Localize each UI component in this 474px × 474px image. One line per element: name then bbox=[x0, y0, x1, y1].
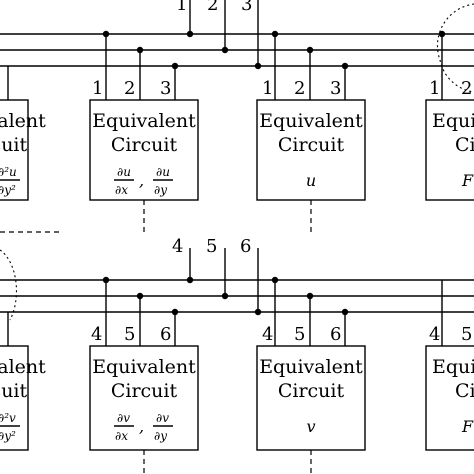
top-box2-title-2: Circuit bbox=[278, 134, 345, 156]
top-box1-pin-2: 2 bbox=[124, 78, 135, 99]
bottom-box1-num-b: ∂v bbox=[156, 411, 169, 425]
bottom-box2-node-4 bbox=[271, 276, 279, 284]
top-box2-pin-1: 1 bbox=[262, 78, 273, 99]
top-box1-den-b: ∂y bbox=[154, 183, 167, 197]
bottom-input-label-4: 4 bbox=[172, 236, 183, 257]
top-box3-var: F bbox=[461, 171, 474, 190]
top-box3-node-1 bbox=[438, 30, 446, 38]
top-box1-pin-3: 3 bbox=[160, 78, 171, 99]
top-box1-pin-1: 1 bbox=[92, 78, 103, 99]
bottom-box0-num: ∂²v bbox=[0, 411, 16, 425]
top-box1-node-2 bbox=[136, 46, 144, 54]
bottom-box1-den-a: ∂x bbox=[115, 429, 128, 443]
top-box0-title-1: Equivalent bbox=[0, 110, 46, 132]
top-box1 bbox=[89, 99, 199, 201]
top-box2-title-1: Equivalent bbox=[259, 110, 363, 132]
bottom-input-node-4 bbox=[186, 276, 194, 284]
bottom-box1-num-a: ∂v bbox=[117, 411, 130, 425]
bottom-input-node-6 bbox=[254, 308, 262, 316]
top-box1-den-a: ∂x bbox=[115, 183, 128, 197]
top-box3-title-2: Circuit bbox=[455, 134, 474, 156]
bottom-box1-node-5 bbox=[136, 292, 144, 300]
top-box1-title-2: Circuit bbox=[111, 134, 178, 156]
bottom-box1-title-1: Equivalent bbox=[92, 356, 196, 378]
bottom-box2-node-6 bbox=[341, 308, 349, 316]
top-input-node-3 bbox=[254, 62, 262, 70]
top-input-node-2 bbox=[221, 46, 229, 54]
bottom-box0-den: ∂y² bbox=[0, 429, 16, 443]
top-box3 bbox=[425, 99, 474, 201]
top-box1-node-1 bbox=[102, 30, 110, 38]
top-input-label-2: 2 bbox=[207, 0, 218, 15]
top-box-partial-right: 1 2 Equivalent Circuit F bbox=[425, 3, 474, 201]
top-box2-node-1 bbox=[271, 30, 279, 38]
top-box2-var: u bbox=[306, 171, 316, 190]
bottom-box-partial-right: 4 5 Equivalent Circuit F bbox=[425, 280, 474, 451]
top-box2-pin-3: 3 bbox=[330, 78, 341, 99]
bottom-box2-title-2: Circuit bbox=[278, 380, 345, 402]
top-section: 1 2 3 Equivalent Circuit ∂²u ∂y² 1 2 3 E… bbox=[0, 0, 474, 232]
bottom-box3 bbox=[425, 345, 474, 451]
top-box1-comma: , bbox=[139, 171, 144, 190]
top-box-value: 1 2 3 Equivalent Circuit u bbox=[256, 30, 366, 201]
bottom-box1-comma: , bbox=[139, 417, 144, 436]
bottom-box0-title-2: Circuit bbox=[0, 380, 28, 402]
top-box3-pin-1: 1 bbox=[429, 78, 440, 99]
bottom-box2-title-1: Equivalent bbox=[259, 356, 363, 378]
bottom-box1-node-4 bbox=[102, 276, 110, 284]
bottom-input-label-6: 6 bbox=[240, 236, 251, 257]
bottom-box0-title-1: Equivalent bbox=[0, 356, 46, 378]
bottom-box2-node-5 bbox=[306, 292, 314, 300]
top-box2-node-3 bbox=[341, 62, 349, 70]
top-box3-title-1: Equivalent bbox=[432, 110, 474, 132]
bottom-box3-var: F bbox=[461, 417, 474, 436]
top-box-derivatives: 1 2 3 Equivalent Circuit ∂u ∂x , ∂u ∂y bbox=[89, 30, 199, 201]
bottom-box1-pin-6: 6 bbox=[160, 324, 171, 345]
top-input-label-3: 3 bbox=[241, 0, 252, 15]
top-box0-num: ∂²u bbox=[0, 165, 17, 179]
top-box1-num-a: ∂u bbox=[117, 165, 131, 179]
top-box-partial-left bbox=[0, 99, 29, 201]
bottom-box3-title-1: Equivalent bbox=[432, 356, 474, 378]
bottom-box2-var: v bbox=[306, 417, 315, 436]
top-box1-title-1: Equivalent bbox=[92, 110, 196, 132]
top-box2-pin-2: 2 bbox=[294, 78, 305, 99]
bottom-box2-pin-4: 4 bbox=[262, 324, 273, 345]
bottom-input-label-5: 5 bbox=[206, 236, 217, 257]
bottom-box-derivatives: 4 5 6 Equivalent Circuit ∂v ∂x , ∂v ∂y bbox=[89, 276, 199, 451]
bottom-box1-pin-5: 5 bbox=[124, 324, 135, 345]
top-box0-title-2: Circuit bbox=[0, 134, 28, 156]
bottom-box-partial-left bbox=[0, 345, 29, 451]
bottom-box1-node-6 bbox=[171, 308, 179, 316]
bottom-box3-title-2: Circuit bbox=[455, 380, 474, 402]
bottom-left-dotted-arc bbox=[0, 249, 18, 321]
bottom-box1-den-b: ∂y bbox=[154, 429, 167, 443]
top-input-node-1 bbox=[186, 30, 194, 38]
top-box1-num-b: ∂u bbox=[156, 165, 170, 179]
bottom-input-node-5 bbox=[221, 292, 229, 300]
top-box2-node-2 bbox=[306, 46, 314, 54]
bottom-box1-pin-4: 4 bbox=[91, 324, 102, 345]
bottom-section: 4 5 6 Equivalent Circuit ∂²v ∂y² 4 5 6 E… bbox=[0, 236, 474, 474]
top-right-dotted-arc bbox=[436, 3, 474, 93]
bottom-box2-pin-5: 5 bbox=[294, 324, 305, 345]
bottom-box3-pin-4: 4 bbox=[429, 324, 440, 345]
bottom-box1-title-2: Circuit bbox=[111, 380, 178, 402]
bottom-box1 bbox=[89, 345, 199, 451]
top-box2 bbox=[256, 99, 366, 201]
top-box0-den: ∂y² bbox=[0, 183, 16, 197]
top-box3-pin-2: 2 bbox=[461, 78, 472, 99]
bottom-box-value: 4 5 6 Equivalent Circuit v bbox=[256, 276, 366, 451]
top-input-label-1: 1 bbox=[176, 0, 187, 15]
bottom-box3-pin-5: 5 bbox=[461, 324, 472, 345]
bottom-box2-pin-6: 6 bbox=[330, 324, 341, 345]
top-box1-node-3 bbox=[171, 62, 179, 70]
